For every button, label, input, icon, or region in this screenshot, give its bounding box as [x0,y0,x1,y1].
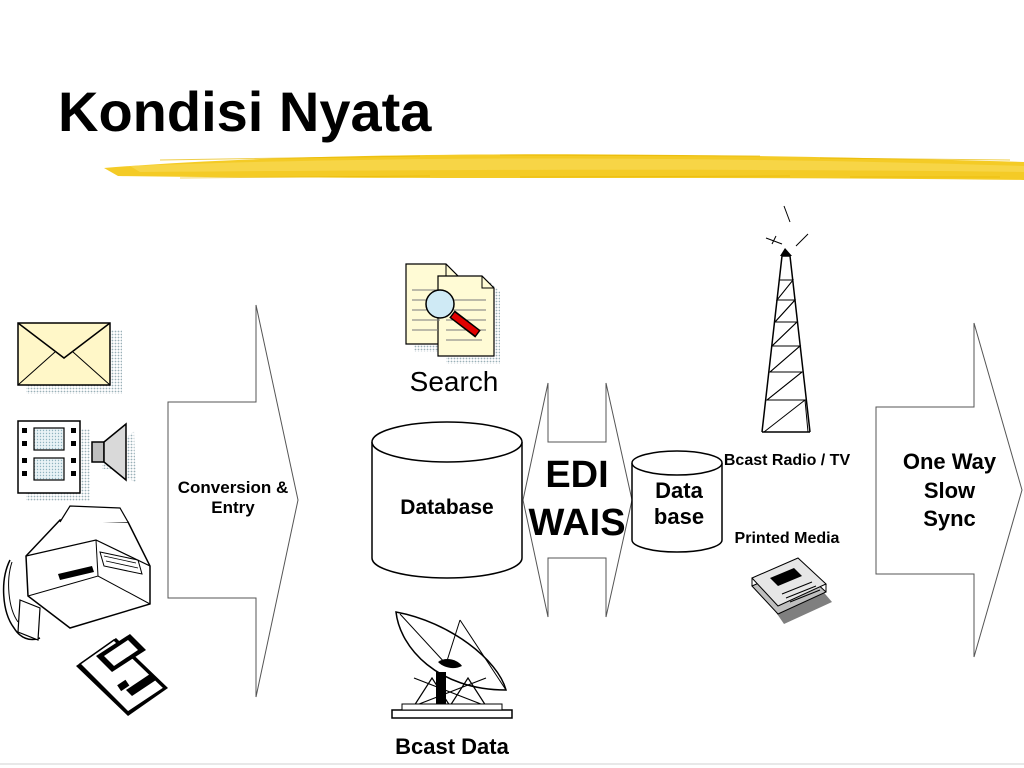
speaker-icon [91,422,136,483]
conversion-entry-label: Conversion & Entry [177,478,289,517]
printed-media-label: Printed Media [734,530,840,547]
floppy-disk-icon [76,634,168,716]
slide-title: Kondisi Nyata [58,80,432,143]
fax-machine-icon [2,505,151,641]
newspaper-icon [751,557,832,624]
bcast-radio-tv-label: Bcast Radio / TV [723,452,851,469]
small-database-text: Data base [653,478,705,530]
edi-wais-label: EDI WAIS [522,452,632,547]
database-label: Database [400,496,494,519]
conversion-arrow [167,304,299,698]
satellite-dish-icon [391,611,513,719]
one-way-slow-sync-label: One Way Slow Sync [882,448,1017,534]
search-documents-icon [405,263,500,364]
edi-double-arrow [522,382,633,618]
bcast-data-label: Bcast Data [395,734,509,759]
search-label: Search [409,366,499,397]
database-cylinder [371,421,523,579]
edi-wais-text: EDI WAIS [528,454,626,544]
one-way-arrow [875,322,1023,658]
small-database-label: Data base [636,478,722,531]
envelope-icon [17,322,122,394]
title-underline [104,154,1024,180]
one-way-text: One Way Slow Sync [902,449,997,532]
film-strip-icon [17,420,90,501]
broadcast-tower-icon [761,205,811,433]
small-database-cylinder [631,450,723,553]
